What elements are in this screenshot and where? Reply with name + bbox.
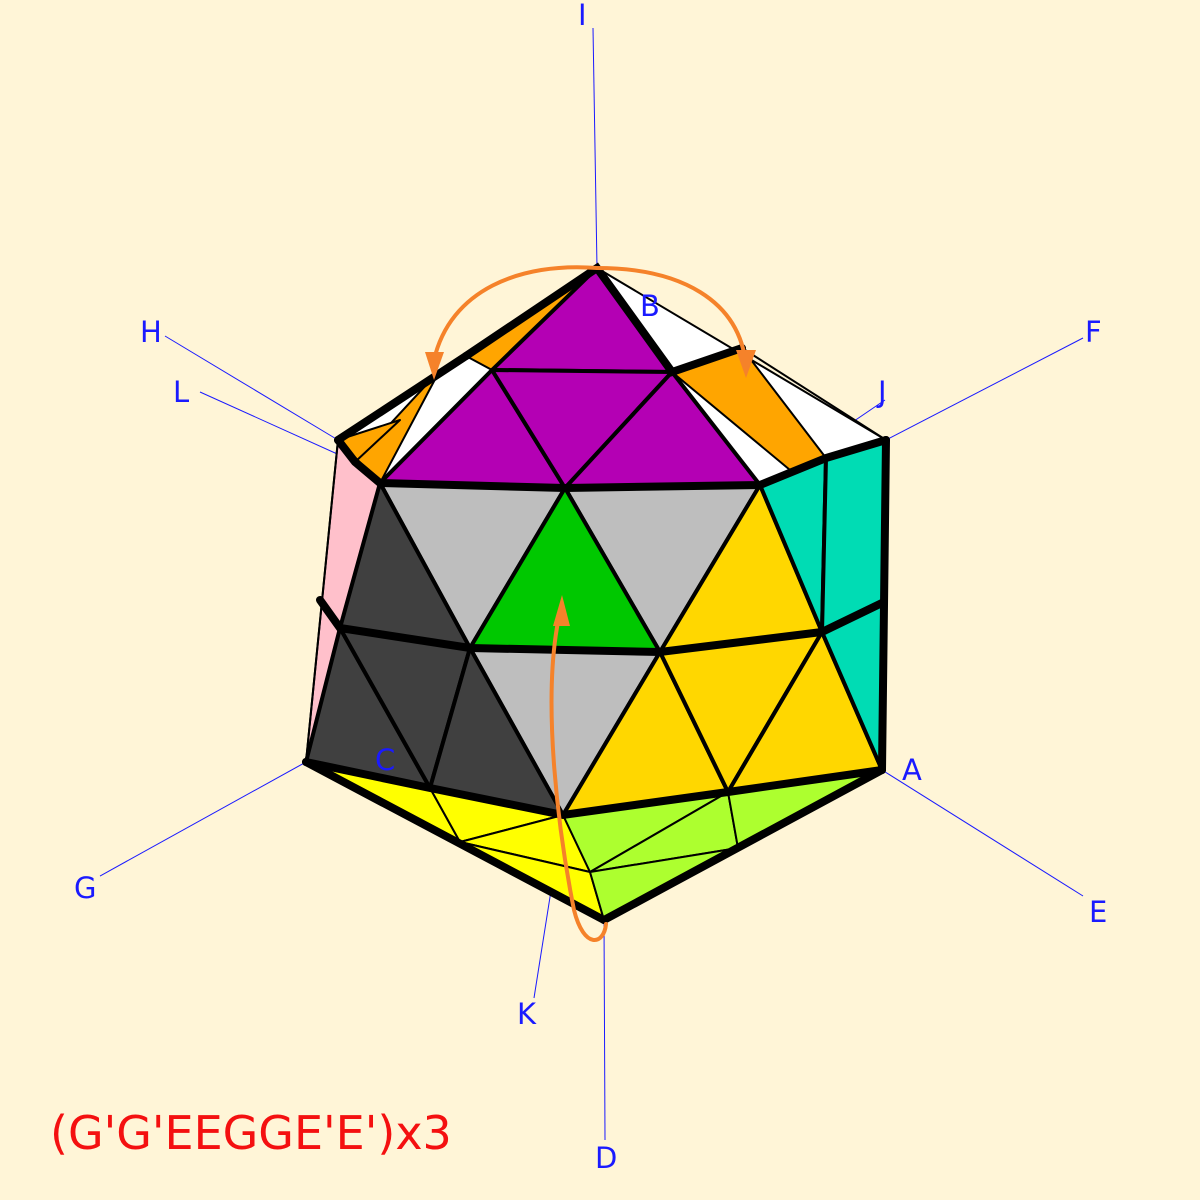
arrowhead-top-right — [736, 350, 756, 378]
edge-left-side — [305, 439, 339, 763]
axis-line-h — [164, 335, 339, 441]
axis-label-h: H — [140, 315, 162, 349]
move-sequence-formula: (G'G'EEGGE'E')x3 — [50, 1106, 452, 1160]
arrow-top-left — [432, 265, 599, 362]
axis-label-l: L — [173, 375, 189, 409]
edge-back-right — [741, 347, 887, 441]
axis-label-k: K — [517, 997, 537, 1031]
arrowhead-bottom-loop — [553, 595, 570, 626]
axis-label-f: F — [1085, 315, 1102, 349]
edge-purple-rim — [462, 262, 746, 377]
axis-labels: I B H L J F C A G E K D — [74, 0, 1107, 1175]
axis-line-f — [885, 337, 1084, 441]
edge-upper-ring — [334, 436, 890, 493]
edge-right-side — [878, 436, 890, 774]
arrowhead-top-left — [425, 352, 444, 380]
axis-label-c: C — [375, 743, 395, 777]
axis-line-e — [881, 769, 1084, 897]
teal-face — [758, 438, 888, 772]
axis-label-e: E — [1089, 895, 1107, 929]
axis-label-j: J — [876, 375, 887, 409]
arrow-top-right — [595, 266, 748, 368]
axis-line-g — [99, 761, 307, 877]
axis-line-l — [199, 391, 356, 463]
move-arrows — [425, 265, 756, 942]
edge-bottom-left — [302, 758, 608, 924]
outline-edges — [302, 262, 890, 924]
edge-left-upper — [334, 352, 470, 444]
axis-line-d — [603, 919, 606, 1141]
edge-middle-ring — [316, 596, 888, 657]
axis-label-b: B — [640, 289, 660, 323]
axis-line-i — [592, 27, 598, 269]
gold-face — [561, 483, 884, 817]
edge-bottom-right — [600, 766, 886, 924]
edge-lower-ring — [302, 758, 886, 820]
axis-label-g: G — [74, 871, 96, 905]
axis-label-a: A — [902, 753, 922, 787]
axis-label-i: I — [578, 0, 587, 32]
axis-label-d: D — [595, 1141, 617, 1175]
arrow-bottom-loop — [549, 610, 608, 942]
